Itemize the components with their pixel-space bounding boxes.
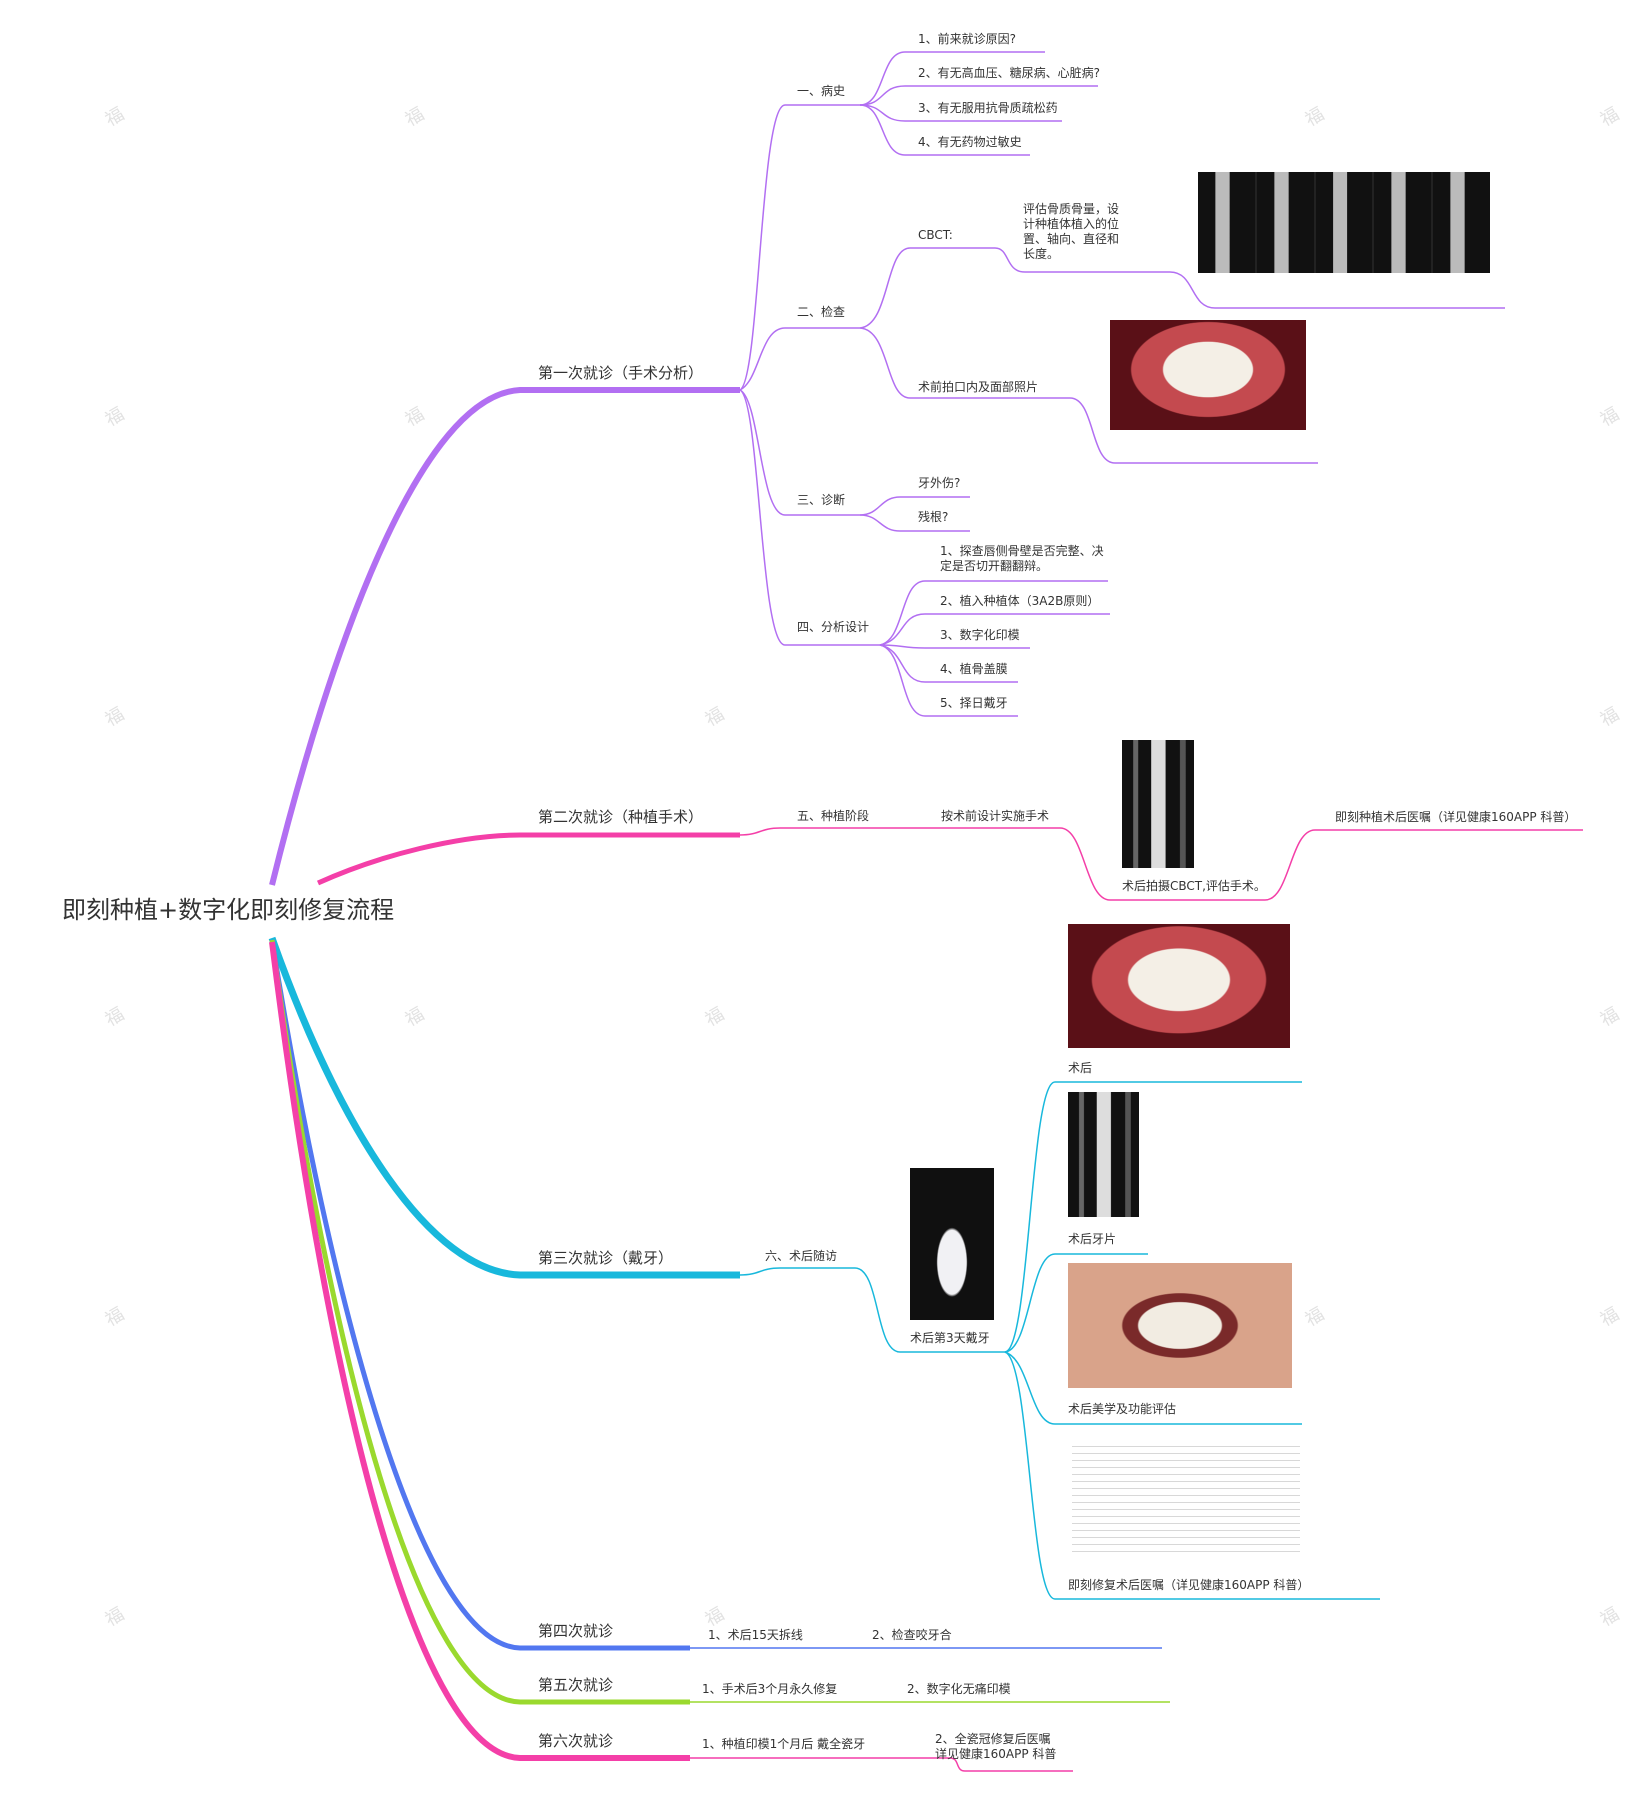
visit4-title: 第四次就诊 bbox=[538, 1622, 614, 1640]
design-title: 四、分析设计 bbox=[797, 620, 870, 634]
advice-document-image bbox=[1072, 1440, 1300, 1558]
link-root-visit4 bbox=[269, 939, 690, 1651]
link-root-visit2 bbox=[316, 832, 740, 886]
link-root-visit1 bbox=[269, 387, 740, 886]
xray-label: 术后牙片 bbox=[1068, 1232, 1117, 1246]
day3-label: 术后第3天戴牙 bbox=[910, 1331, 990, 1345]
design-item: 2、植入种植体（3A2B原则） bbox=[940, 594, 1100, 608]
visit6-title: 第六次就诊 bbox=[538, 1732, 614, 1750]
cbct-image bbox=[1198, 172, 1490, 273]
diagnosis-title: 三、诊断 bbox=[797, 493, 846, 507]
design-item: 4、植骨盖膜 bbox=[940, 662, 1008, 676]
followup-stage: 六、术后随访 bbox=[765, 1249, 838, 1263]
postop-cbct-image bbox=[1122, 740, 1194, 868]
history-item: 2、有无高血压、糖尿病、心脏病? bbox=[918, 66, 1101, 80]
postop-cbct-label: 术后拍摄CBCT,评估手术。 bbox=[1122, 879, 1266, 893]
cbct-label: CBCT: bbox=[918, 228, 953, 242]
cbct-note: 评估骨质骨量，设计种植体植入的位置、轴向、直径和长度。 bbox=[1023, 202, 1120, 261]
design-item: 1、探查唇侧骨壁是否完整、决定是否切开翻翻辩。 bbox=[940, 544, 1104, 573]
restore-advice: 即刻修复术后医嘱（详见健康160APP 科普） bbox=[1068, 1578, 1310, 1592]
history-item: 4、有无药物过敏史 bbox=[918, 135, 1022, 149]
link-root-visit3 bbox=[268, 936, 740, 1279]
history-title: 一、病史 bbox=[797, 84, 846, 98]
history-item: 1、前来就诊原因? bbox=[918, 32, 1017, 46]
postop-xray-image bbox=[1068, 1092, 1139, 1217]
visit5-item: 1、手术后3个月永久修复 bbox=[702, 1682, 838, 1696]
history-item: 3、有无服用抗骨质疏松药 bbox=[918, 101, 1058, 115]
link-root-visit6 bbox=[269, 941, 690, 1761]
diagnosis-item: 残根? bbox=[918, 510, 949, 524]
visit5-item: 2、数字化无痛印模 bbox=[907, 1682, 1011, 1696]
visit6-item: 1、种植印模1个月后 戴全瓷牙 bbox=[702, 1737, 866, 1751]
surgery-step: 按术前设计实施手术 bbox=[941, 809, 1050, 823]
visit5-title: 第五次就诊 bbox=[538, 1676, 614, 1694]
exam-title: 二、检查 bbox=[797, 305, 846, 319]
implant-advice: 即刻种植术后医嘱（详见健康160APP 科普） bbox=[1335, 810, 1577, 824]
design-item: 3、数字化印模 bbox=[940, 628, 1020, 642]
root-title: 即刻种植+数字化即刻修复流程 bbox=[62, 896, 395, 924]
design-item: 5、择日戴牙 bbox=[940, 696, 1008, 710]
postop-photo bbox=[1068, 924, 1290, 1048]
visit2-title: 第二次就诊（种植手术） bbox=[538, 808, 704, 826]
smile-photo bbox=[1068, 1263, 1292, 1388]
postop-label: 术后 bbox=[1068, 1061, 1093, 1075]
eval-label: 术后美学及功能评估 bbox=[1068, 1402, 1177, 1416]
crown-image bbox=[910, 1168, 994, 1320]
visit4-item: 2、检查咬牙合 bbox=[872, 1628, 952, 1642]
visit6-item: 2、全瓷冠修复后医嘱 详见健康160APP 科普 bbox=[935, 1732, 1057, 1761]
diagnosis-item: 牙外伤? bbox=[918, 476, 961, 490]
visit1-title: 第一次就诊（手术分析） bbox=[538, 364, 704, 382]
visit3-title: 第三次就诊（戴牙） bbox=[538, 1249, 674, 1267]
implant-stage: 五、种植阶段 bbox=[797, 809, 870, 823]
photo-label: 术前拍口内及面部照片 bbox=[918, 380, 1039, 394]
intraoral-photo bbox=[1110, 320, 1306, 430]
visit4-item: 1、术后15天拆线 bbox=[708, 1628, 803, 1642]
link-root-visit5 bbox=[269, 939, 690, 1705]
